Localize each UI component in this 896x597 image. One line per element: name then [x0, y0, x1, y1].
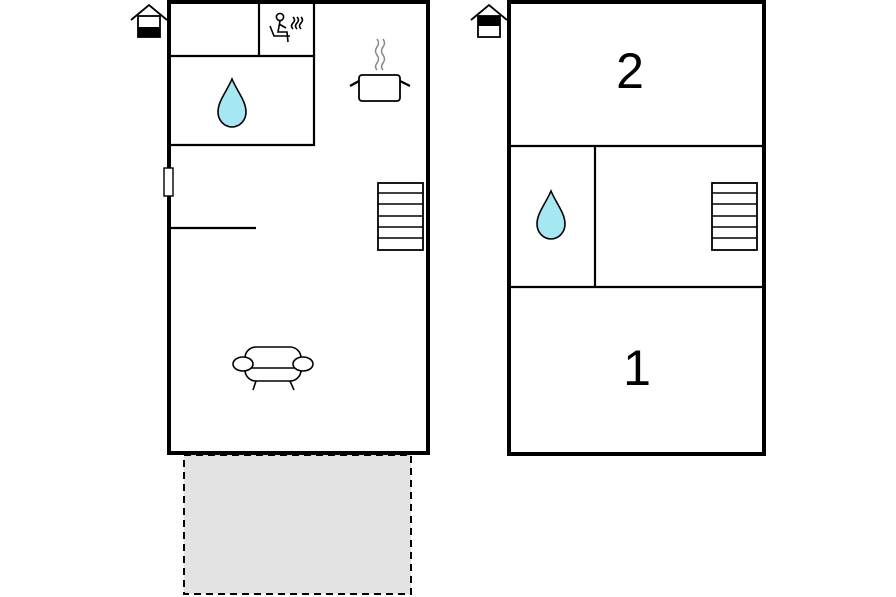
- upper-floor: 2 1: [470, 0, 766, 456]
- stairs-icon: [711, 182, 758, 251]
- cooking-pot-icon: [349, 38, 411, 102]
- stairs-icon: [377, 182, 424, 251]
- sauna-icon: [269, 12, 304, 43]
- ground-floor: [130, 0, 430, 595]
- house-upper-floor-icon: [470, 3, 508, 38]
- water-drop-icon: [217, 76, 247, 128]
- terrace: [183, 454, 412, 595]
- house-ground-floor-icon: [130, 3, 168, 38]
- bedroom-1-number: 1: [623, 340, 651, 396]
- upper-floor-outer-wall: [507, 0, 766, 456]
- bedroom-2-number: 2: [616, 43, 644, 99]
- door-icon: [163, 167, 174, 197]
- bathroom-wall: [171, 54, 316, 147]
- sofa-icon: [232, 346, 314, 391]
- water-drop-icon: [536, 188, 566, 240]
- ground-floor-outer-wall: [167, 0, 430, 455]
